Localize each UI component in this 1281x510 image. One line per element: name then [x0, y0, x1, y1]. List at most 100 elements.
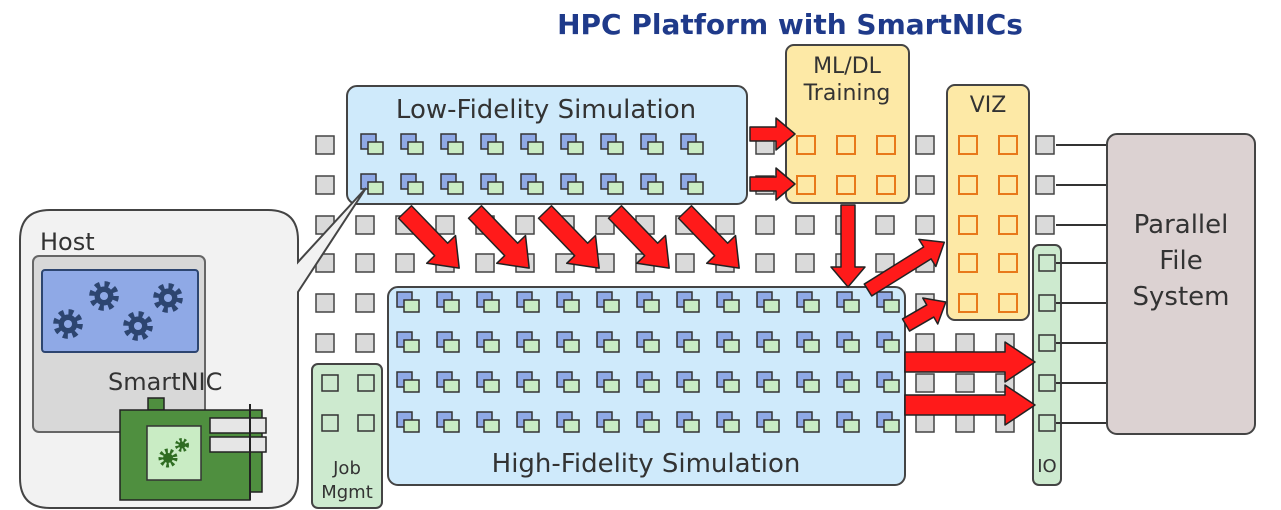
sim-node: [516, 291, 540, 313]
service-node: [1038, 254, 1056, 272]
ml-dl-label-line1: ML/DL: [813, 54, 882, 79]
parallel-file-system: [1106, 133, 1256, 435]
sim-node: [680, 173, 704, 195]
pfs-label-line2: File: [1159, 246, 1203, 276]
arrow-low-to-high-3: [537, 204, 600, 269]
grid-node: [755, 215, 775, 235]
sim-node: [636, 371, 660, 393]
analytics-node: [958, 215, 978, 235]
sim-node: [440, 133, 464, 155]
sim-node: [556, 371, 580, 393]
pfs-label-line3: System: [1133, 282, 1230, 312]
sim-node: [476, 411, 500, 433]
service-node: [1038, 294, 1056, 312]
sim-node: [476, 291, 500, 313]
sim-node: [876, 331, 900, 353]
host-gear-panel: [41, 269, 199, 353]
service-node: [357, 374, 375, 392]
service-node: [1038, 334, 1056, 352]
sim-node: [876, 371, 900, 393]
low-fidelity-label: Low-Fidelity Simulation: [396, 95, 696, 125]
grid-node: [475, 253, 495, 273]
arrow-to-io-2: [904, 384, 1036, 426]
high-fidelity-label: High-Fidelity Simulation: [492, 449, 801, 479]
sim-node: [716, 331, 740, 353]
sim-node: [400, 173, 424, 195]
io-block: [1032, 244, 1062, 486]
sim-node: [516, 411, 540, 433]
grid-node: [675, 253, 695, 273]
sim-node: [836, 291, 860, 313]
grid-node: [355, 215, 375, 235]
arrow-to-viz-1: [863, 238, 946, 297]
grid-node: [1035, 135, 1055, 155]
smartnic-card-icon: [119, 397, 267, 501]
low-fidelity-nodes: [360, 133, 704, 195]
sim-node: [636, 331, 660, 353]
grid-node: [355, 333, 375, 353]
sim-node: [676, 291, 700, 313]
grid-node: [955, 373, 975, 393]
smartnic-label: SmartNIC: [108, 368, 222, 396]
sim-node: [516, 331, 540, 353]
grid-node: [955, 333, 975, 353]
grid-node: [395, 253, 415, 273]
analytics-node: [836, 175, 856, 195]
sim-node: [756, 291, 780, 313]
sim-node: [796, 411, 820, 433]
sim-node: [796, 371, 820, 393]
grid-node: [315, 293, 335, 313]
sim-node: [876, 411, 900, 433]
service-node: [321, 414, 339, 432]
ml-dl-block: [785, 44, 910, 204]
grid-node: [715, 215, 735, 235]
grid-node: [795, 215, 815, 235]
analytics-node: [958, 135, 978, 155]
analytics-node: [876, 175, 896, 195]
pfs-label-line1: Parallel: [1134, 210, 1229, 240]
sim-node: [716, 371, 740, 393]
viz-label: VIZ: [970, 93, 1007, 118]
arrow-low-to-ml-1: [749, 117, 796, 151]
sim-node: [836, 371, 860, 393]
analytics-node: [998, 175, 1018, 195]
sim-node: [836, 411, 860, 433]
grid-node: [1035, 175, 1055, 195]
analytics-node: [998, 293, 1018, 313]
grid-node: [915, 175, 935, 195]
analytics-node: [836, 135, 856, 155]
ml-dl-label-line2: Training: [803, 81, 891, 106]
io-nodes: [1038, 254, 1056, 432]
sim-node: [480, 133, 504, 155]
sim-node: [756, 331, 780, 353]
sim-node: [636, 411, 660, 433]
grid-node: [875, 215, 895, 235]
sim-node: [436, 371, 460, 393]
sim-node: [756, 371, 780, 393]
arrow-low-to-high-4: [607, 204, 670, 269]
arrow-low-to-high-5: [677, 204, 740, 269]
sim-node: [396, 331, 420, 353]
service-node: [1038, 414, 1056, 432]
sim-node: [436, 291, 460, 313]
sim-node: [676, 371, 700, 393]
diagram-title: HPC Platform with SmartNICs: [557, 8, 1023, 41]
grid-node: [355, 253, 375, 273]
high-fidelity-nodes: [396, 291, 900, 433]
arrow-low-to-ml-2: [749, 167, 796, 201]
sim-node: [756, 411, 780, 433]
sim-node: [396, 291, 420, 313]
grid-node: [315, 135, 335, 155]
sim-node: [716, 291, 740, 313]
sim-node: [360, 133, 384, 155]
sim-node: [560, 133, 584, 155]
sim-node: [396, 371, 420, 393]
arrow-to-viz-2: [901, 297, 947, 332]
sim-node: [676, 411, 700, 433]
sim-node: [716, 411, 740, 433]
analytics-node: [796, 175, 816, 195]
sim-node: [596, 291, 620, 313]
sim-node: [640, 133, 664, 155]
grid-node: [515, 215, 535, 235]
sim-node: [636, 291, 660, 313]
